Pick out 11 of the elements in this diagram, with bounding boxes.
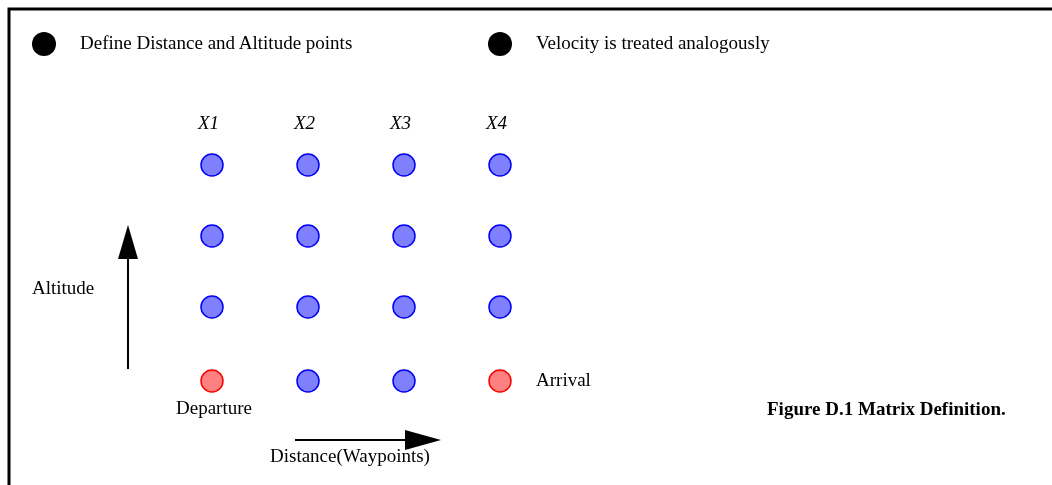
- axis-label: Altitude: [32, 278, 95, 299]
- column-label: X1: [198, 113, 220, 134]
- point-label: Departure: [176, 398, 252, 419]
- column-label: X3: [390, 113, 412, 134]
- bullet-text: Define Distance and Altitude points: [80, 33, 353, 54]
- bullet-text: Velocity is treated analogously: [536, 33, 770, 54]
- point-label: Arrival: [536, 370, 591, 391]
- column-label: X4: [486, 113, 508, 134]
- column-label: X2: [294, 113, 316, 134]
- figure-caption: Figure D.1 Matrix Definition.: [767, 399, 1006, 420]
- axis-label: Distance(Waypoints): [270, 446, 430, 467]
